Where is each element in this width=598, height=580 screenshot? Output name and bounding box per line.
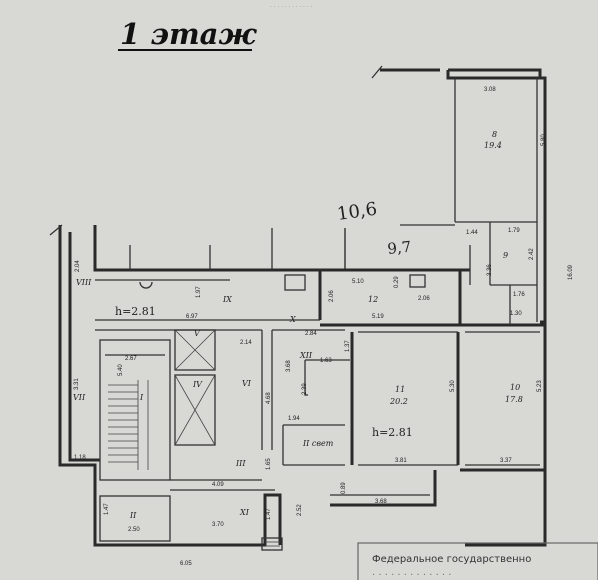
inner-walls bbox=[49, 65, 545, 551]
room-III-number: III bbox=[235, 459, 246, 468]
stamp: Федеральное государственно · · · · · · ·… bbox=[357, 542, 598, 580]
room-labels: 8 19.4 9 10 17.8 11 20.2 h=2.81 12 I II … bbox=[73, 130, 523, 520]
dim: 5.10 bbox=[352, 279, 364, 285]
room-VI-number: VI bbox=[242, 379, 252, 388]
room-11-number: 11 bbox=[395, 385, 405, 394]
dim: 5.30 bbox=[450, 380, 456, 392]
dim: 5.23 bbox=[537, 380, 543, 392]
room-IV-number: IV bbox=[192, 380, 203, 389]
dim: 16.09 bbox=[568, 264, 574, 280]
dim: 2.06 bbox=[329, 290, 335, 302]
dim: 2.42 bbox=[529, 248, 535, 260]
dim: 5.80 bbox=[541, 134, 547, 146]
room-9-number: 9 bbox=[503, 251, 508, 260]
dim: 3.70 bbox=[212, 522, 224, 528]
dim: 1.63 bbox=[320, 358, 332, 364]
dimension-labels: 3.08 5.80 1.44 1.79 2.42 3.36 1.76 1.30 … bbox=[74, 87, 574, 567]
dim: 1.94 bbox=[288, 416, 300, 422]
room-XI-number: XI bbox=[239, 508, 250, 517]
room-VIII-number: VIII bbox=[76, 278, 92, 287]
room-10-number: 10 bbox=[510, 383, 520, 392]
elevator-shaft-iv bbox=[174, 374, 216, 446]
dim: 2.06 bbox=[418, 296, 430, 302]
floor-title: 1 этаж bbox=[120, 17, 257, 51]
elevator-shaft-v bbox=[174, 329, 216, 371]
dim: 6.05 bbox=[180, 561, 192, 567]
room-I-number: I bbox=[139, 393, 144, 402]
room-XII-number: XII bbox=[299, 351, 313, 360]
room-VII-number: VII bbox=[73, 393, 86, 402]
dim: 0.89 bbox=[341, 482, 347, 494]
dim: 5.40 bbox=[118, 364, 124, 376]
room-IX-number: IX bbox=[222, 295, 232, 304]
dim: 3.31 bbox=[74, 378, 80, 390]
dim: 1.47 bbox=[104, 503, 110, 515]
stamp-text: Федеральное государственно bbox=[372, 554, 531, 565]
dim: 2.04 bbox=[75, 260, 81, 272]
handwritten-note-2: 9,7 bbox=[387, 238, 413, 258]
dim: 2.52 bbox=[297, 504, 303, 516]
dim: 4.68 bbox=[266, 392, 272, 404]
dim: 1.79 bbox=[508, 228, 520, 234]
dim: 2.14 bbox=[240, 340, 252, 346]
room-12-number: 12 bbox=[368, 295, 378, 304]
dim: 1.47 bbox=[266, 508, 272, 520]
dim: 3.37 bbox=[500, 458, 512, 464]
dim: 0.29 bbox=[394, 276, 400, 288]
room-X-number: X bbox=[289, 315, 296, 324]
room-8-area: 19.4 bbox=[484, 141, 502, 150]
stamp-frame bbox=[357, 542, 598, 580]
stair-steps bbox=[108, 380, 149, 470]
room-11-area: 20.2 bbox=[389, 397, 408, 406]
corridor-ceiling-height: h=2.81 bbox=[115, 305, 156, 318]
faded-header-text: · · · · · · · · · · · · bbox=[270, 4, 312, 10]
room-II-number: II bbox=[129, 511, 137, 520]
room-8-number: 8 bbox=[492, 130, 497, 139]
dim: 2.50 bbox=[128, 527, 140, 533]
room-V-number: V bbox=[194, 329, 201, 338]
stamp-text-faded: · · · · · · · · · · · · · bbox=[372, 570, 451, 580]
dim: 2.84 bbox=[305, 331, 317, 337]
dim: 4.09 bbox=[212, 482, 224, 488]
dim: 6.97 bbox=[186, 314, 198, 320]
dim: 3.81 bbox=[395, 458, 407, 464]
dim: 1.18 bbox=[74, 455, 86, 461]
dim: 2.39 bbox=[302, 383, 308, 395]
room-10-area: 17.8 bbox=[505, 395, 523, 404]
room-11-ceiling-height: h=2.81 bbox=[372, 426, 413, 439]
dim: 1.65 bbox=[266, 458, 272, 470]
dim: 3.36 bbox=[487, 264, 493, 276]
dim: 3.68 bbox=[286, 360, 292, 372]
dim: 3.68 bbox=[375, 499, 387, 505]
entrance-step bbox=[261, 537, 283, 551]
dim: 1.97 bbox=[196, 286, 202, 298]
dim: 2.67 bbox=[125, 356, 137, 362]
dim: 3.08 bbox=[484, 87, 496, 93]
dim: 5.19 bbox=[372, 314, 384, 320]
dim: 1.30 bbox=[510, 311, 522, 317]
dim: 1.44 bbox=[466, 230, 478, 236]
dim: 1.76 bbox=[513, 292, 525, 298]
dim: 1.37 bbox=[345, 340, 351, 352]
outer-walls bbox=[58, 68, 547, 547]
room-II-svet-label: II свет bbox=[302, 439, 334, 448]
